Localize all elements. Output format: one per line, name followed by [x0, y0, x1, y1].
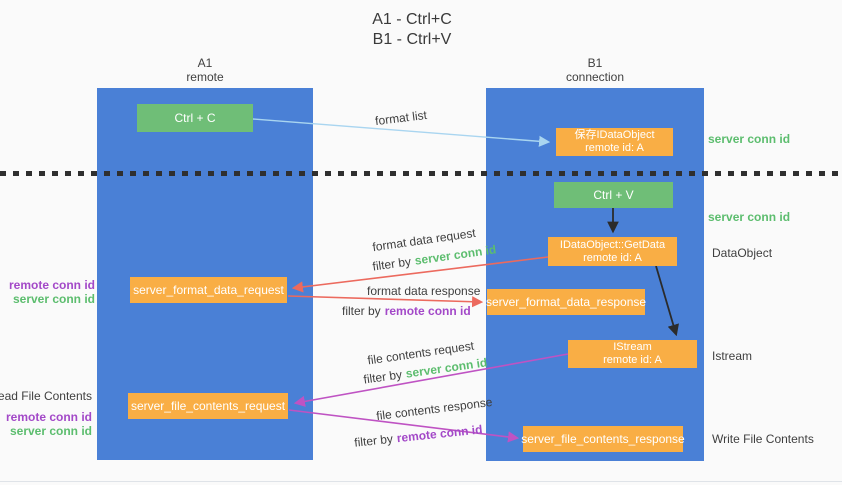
- format-response-label: server_format_data_response: [485, 295, 647, 309]
- left-server-conn-id-format: server conn id: [12, 292, 95, 306]
- right-server-conn-id-mid: server conn id: [708, 210, 791, 224]
- file-response-label: server_file_contents_response: [521, 432, 685, 446]
- getdata-line1: IDataObject::GetData: [559, 238, 666, 251]
- format-response-box: server_format_data_response: [485, 289, 647, 315]
- file-response-box: server_file_contents_response: [521, 426, 685, 452]
- left-server-conn-id-file: server conn id: [9, 424, 92, 438]
- ctrl-c-label: Ctrl + C: [174, 111, 216, 125]
- lane-b1-subtitle: connection: [565, 70, 625, 84]
- save-dataobject-line1: 保存IDataObject: [574, 129, 655, 141]
- filter-remote-conn-id-1: remote conn id: [384, 304, 471, 318]
- save-dataobject-line2: remote id: A: [585, 142, 644, 154]
- istream-line1: IStream: [613, 341, 652, 353]
- getdata-box: IDataObject::GetData remote id: A: [548, 237, 677, 266]
- right-istream-label: Istream: [712, 349, 753, 363]
- ctrl-v-box: Ctrl + V: [554, 182, 673, 208]
- dotted-divider: [0, 171, 842, 176]
- file-request-box: server_file_contents_request: [128, 393, 288, 419]
- filter-by-text-1: filter by: [371, 254, 412, 274]
- lane-a1-title: A1: [197, 56, 213, 70]
- ctrl-c-box: Ctrl + C: [137, 104, 253, 132]
- lane-a1-subtitle: remote: [186, 70, 224, 84]
- lane-header-a1: A1 remote: [145, 56, 265, 84]
- file-contents-response-label: file contents response: [375, 394, 494, 424]
- istream-box: IStream remote id: A: [568, 340, 697, 368]
- format-list-label: format list: [374, 107, 428, 129]
- right-server-conn-id-top: server conn id: [708, 132, 791, 146]
- getdata-line2: remote id: A: [583, 251, 642, 264]
- title-line-2: B1 - Ctrl+V: [372, 31, 452, 48]
- diagram-title: A1 - Ctrl+C B1 - Ctrl+V: [312, 10, 512, 50]
- left-remote-conn-id-file: remote conn id: [5, 410, 92, 424]
- filter-by-text-2: filter by: [342, 304, 381, 318]
- format-data-response-label: format data response: [367, 284, 481, 298]
- file-request-label: server_file_contents_request: [130, 399, 286, 413]
- filter-remote-conn-id-2: remote conn id: [396, 422, 484, 446]
- save-dataobject-box: 保存IDataObject remote id: A: [556, 128, 673, 156]
- window-bottom-edge: [0, 481, 842, 482]
- format-request-label: server_format_data_request: [133, 283, 284, 297]
- istream-line2: remote id: A: [603, 354, 662, 366]
- filter-by-text-3: filter by: [362, 367, 403, 387]
- format-request-box: server_format_data_request: [130, 277, 287, 303]
- left-remote-conn-id-format: remote conn id: [8, 278, 95, 292]
- lane-header-b1: B1 connection: [535, 56, 655, 84]
- left-read-file-contents-label: Read File Contents: [0, 389, 92, 403]
- right-write-file-contents-label: Write File Contents: [712, 432, 814, 446]
- title-line-1: A1 - Ctrl+C: [372, 11, 452, 28]
- ctrl-v-label: Ctrl + V: [593, 188, 634, 202]
- filter-by-text-4: filter by: [353, 431, 394, 450]
- right-dataobject-label: DataObject: [712, 246, 773, 260]
- lane-b1-title: B1: [587, 56, 603, 70]
